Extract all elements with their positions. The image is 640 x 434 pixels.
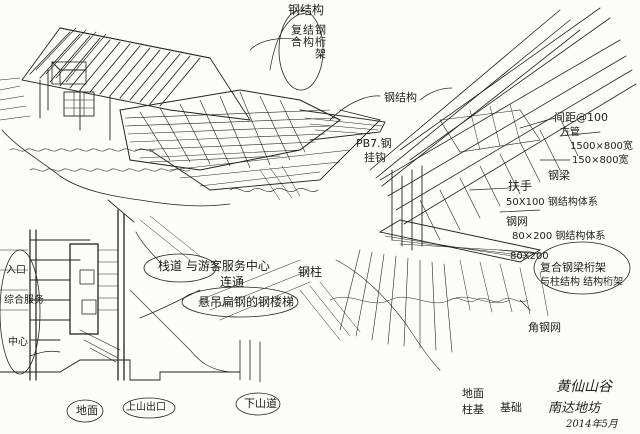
dim-80x200b: 80X200	[510, 251, 549, 262]
roof-structure-label-3: 钢桁架	[313, 24, 327, 60]
dim-spacing: 间距@100	[554, 111, 608, 124]
roof-structure-label-1: 复合	[289, 24, 303, 48]
dim-150: 150×800宽	[572, 155, 629, 166]
signature-date: 2014年5月	[566, 419, 618, 430]
column-note: 钢柱	[298, 265, 323, 279]
member-80x200: 80×200 钢结构体系	[512, 231, 606, 242]
dim-spec: 方管	[560, 127, 580, 138]
left-column-label-3: 中心	[8, 337, 28, 348]
composite-label-2: 与柱结构 结构桁架	[540, 277, 624, 288]
left-column-label-1: 入口	[6, 265, 26, 276]
signature-subtitle: 南达地坊	[548, 401, 601, 416]
dim-beam: 钢梁	[548, 169, 570, 182]
roof-tag-label: 钢结构	[288, 3, 325, 17]
label-balloons	[0, 9, 631, 423]
open-stair-label: 悬吊扁钢的钢楼梯	[198, 295, 295, 309]
angle-iron-label: 角钢网	[528, 321, 561, 334]
center-tag: PB7.钢	[356, 137, 392, 150]
section-drawing	[0, 199, 311, 383]
steel-mesh-label: 钢网	[506, 215, 528, 228]
center-tag-2: 挂钩	[364, 151, 386, 164]
signature-name: 黄仙山谷	[556, 379, 612, 395]
bridge-walkway-sketch	[299, 7, 637, 371]
bottom-label-1: 地面	[462, 387, 484, 400]
left-column-label-2: 综合服务	[4, 295, 44, 306]
bottom-label-3: 基础	[500, 401, 522, 414]
bottom-label-2: 柱基	[462, 403, 484, 416]
mountain-down-label: 下山道	[244, 397, 277, 410]
composite-label-1: 复合钢梁桁架	[540, 261, 606, 274]
ground-label: 地面	[76, 404, 98, 417]
dim-1500: 1500×800宽	[570, 141, 633, 152]
pavilion-roof-sketch	[0, 27, 386, 207]
section-leader-lines	[29, 231, 201, 357]
handrail-label: 扶手	[508, 179, 533, 193]
member-50x100: 50X100 钢结构体系	[506, 197, 598, 208]
walkway-label-2: 连通	[220, 275, 245, 289]
mountain-up-label: 上山出口	[126, 402, 166, 413]
roof-structure-label-2: 结构	[301, 24, 315, 48]
bridge-leader-lines	[419, 87, 601, 311]
right-top-note: 钢结构	[384, 91, 417, 104]
walkway-label-1: 栈道 与游客服务中心	[158, 259, 270, 273]
